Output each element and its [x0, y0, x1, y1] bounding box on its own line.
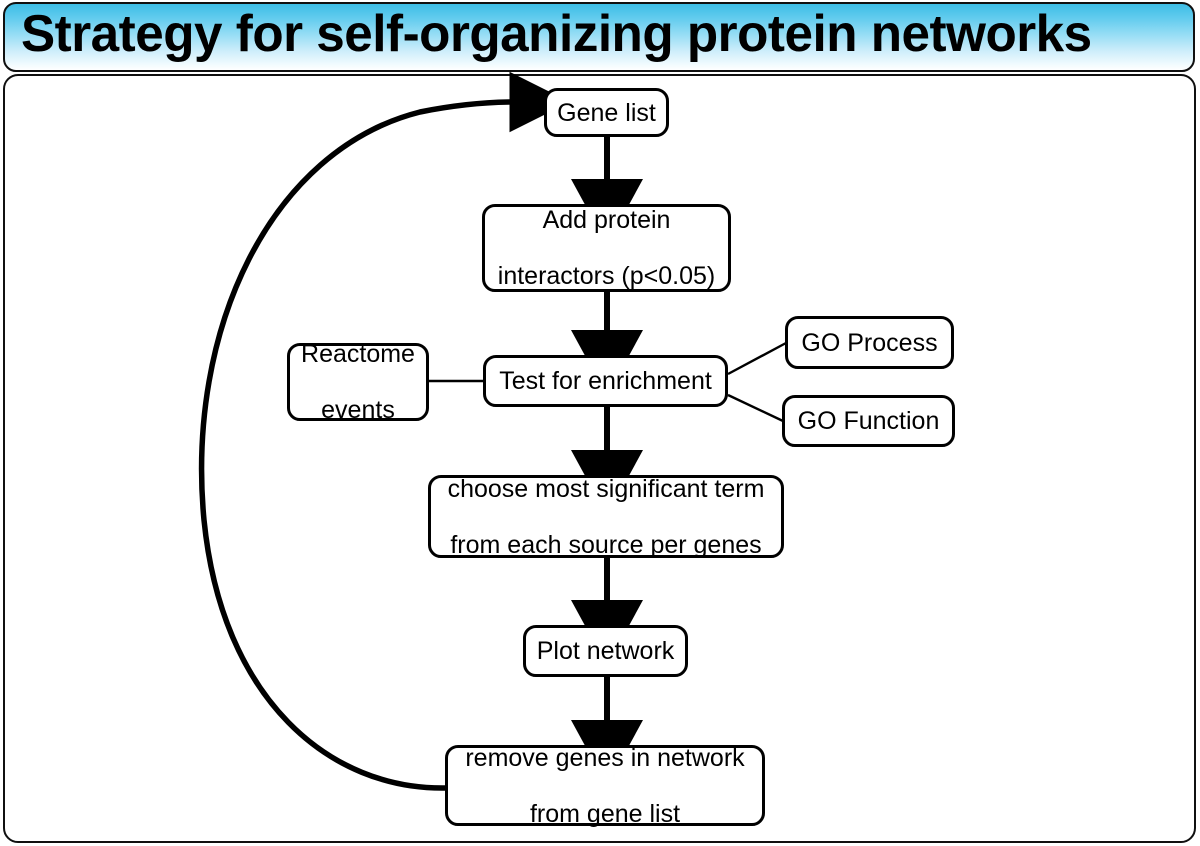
node-reactome-events-line1: Reactome [301, 340, 415, 368]
node-choose-significant-term-label: choose most significant term from each s… [439, 475, 773, 559]
node-test-enrichment-label: Test for enrichment [499, 367, 712, 395]
node-choose-significant-term-line2: from each source per genes [450, 530, 762, 559]
node-add-protein[interactable]: Add protein interactors (p<0.05) [482, 204, 731, 292]
node-add-protein-line2: interactors (p<0.05) [497, 262, 716, 290]
node-gene-list-label: Gene list [557, 98, 656, 127]
node-go-process-label: GO Process [801, 328, 938, 357]
node-go-function[interactable]: GO Function [782, 395, 955, 447]
node-choose-significant-term[interactable]: choose most significant term from each s… [428, 475, 784, 559]
diagram-frame [3, 74, 1196, 843]
node-go-function-label: GO Function [797, 407, 940, 435]
node-add-protein-line1: Add protein [542, 206, 671, 234]
node-test-enrichment[interactable]: Test for enrichment [483, 355, 728, 407]
node-plot-network[interactable]: Plot network [523, 625, 688, 677]
node-go-process[interactable]: GO Process [785, 316, 954, 369]
slide-title-bar: Strategy for self-organizing protein net… [3, 2, 1195, 72]
node-reactome-events-label: Reactome events [298, 340, 418, 424]
node-gene-list[interactable]: Gene list [544, 88, 669, 137]
node-choose-significant-term-line1: choose most significant term [447, 474, 765, 503]
node-remove-genes-label: remove genes in network from gene list [456, 744, 754, 828]
node-add-protein-label: Add protein interactors (p<0.05) [493, 206, 720, 290]
node-reactome-events-line2: events [321, 396, 395, 424]
node-remove-genes-line1: remove genes in network [465, 743, 745, 772]
page-title-text: Strategy for self-organizing protein net… [21, 4, 1092, 63]
node-remove-genes[interactable]: remove genes in network from gene list [445, 744, 765, 828]
node-remove-genes-line2: from gene list [529, 799, 681, 828]
node-plot-network-label: Plot network [536, 637, 675, 665]
node-reactome-events[interactable]: Reactome events [287, 340, 429, 424]
page-title: Strategy for self-organizing protein net… [21, 4, 1181, 63]
